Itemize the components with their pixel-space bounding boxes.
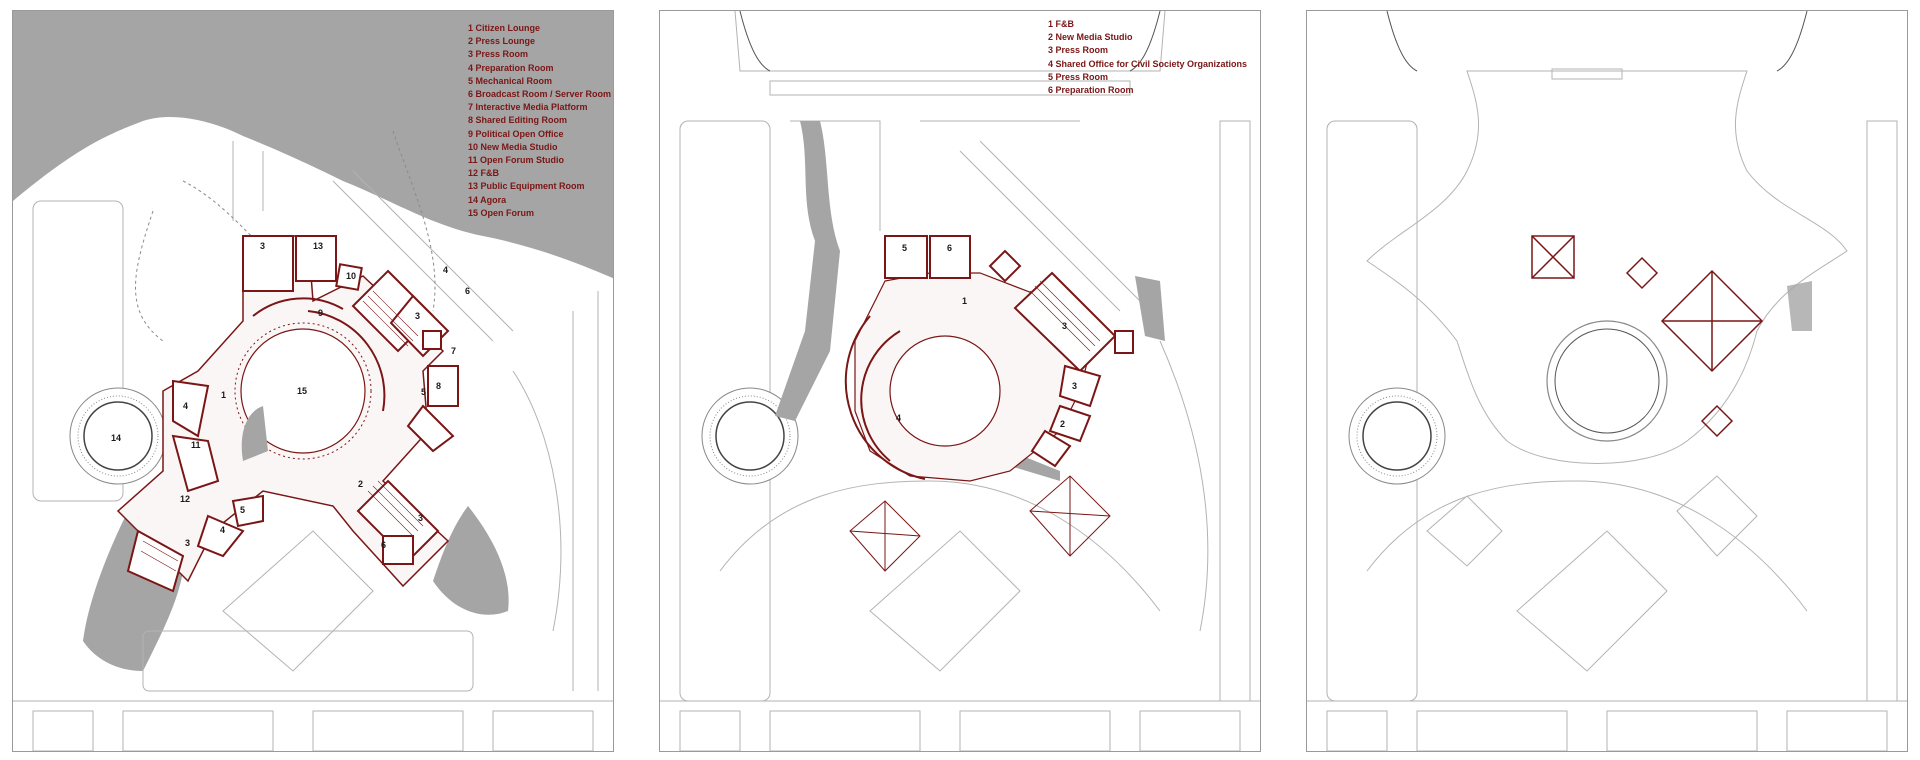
room-label: 5 (421, 387, 426, 397)
agora-amphitheatre (701, 387, 799, 485)
legend-item: 9 Political Open Office (468, 128, 564, 139)
legend-item: 2 New Media Studio (1048, 32, 1133, 43)
seating-hatching (140, 290, 424, 572)
roof-plan-panel (1306, 10, 1908, 752)
room-label: 9 (318, 308, 323, 318)
legend-item: 14 Agora (468, 194, 507, 205)
room-label: 4 (220, 525, 225, 535)
room-label: 3 (185, 538, 190, 548)
room-label: 6 (465, 286, 470, 296)
room-label: 8 (436, 381, 441, 391)
room-legend: 1 Citizen Lounge 2 Press Lounge 3 Press … (468, 22, 611, 220)
room-label: 2 (1060, 419, 1065, 429)
rooftop-structures (1531, 235, 1764, 438)
legend-item: 5 Press Room (1048, 71, 1109, 82)
legend-item: 3 Press Room (1048, 45, 1109, 56)
legend-item: 1 F&B (1048, 19, 1075, 29)
legend-item: 8 Shared Editing Room (468, 115, 568, 126)
site-street-grid (660, 11, 1260, 751)
atrium-ring (844, 315, 1001, 480)
legend-item: 4 Shared Office for Civil Society Organi… (1048, 58, 1248, 69)
room-label: 10 (346, 271, 356, 281)
ramp-hardscape-east (1135, 276, 1165, 341)
room-label: 4 (443, 265, 448, 275)
second-floor-plan-drawing: 5 6 1 3 4 3 2 (660, 11, 1260, 751)
site-street-grid (13, 141, 613, 751)
plaza-hardscape-top (13, 11, 613, 279)
room-label: 2 (358, 479, 363, 489)
room-labels: 3 13 10 4 6 3 7 8 5 9 15 1 4 11 14 12 2 … (111, 241, 470, 550)
room-label: 6 (381, 540, 386, 550)
agora-amphitheatre (69, 387, 167, 485)
room-label: 3 (1072, 381, 1077, 391)
plaza-hardscape-right (433, 506, 509, 615)
legend-item: 10 New Media Studio (468, 141, 558, 152)
room-label: 11 (191, 440, 201, 450)
room-label: 13 (313, 241, 323, 251)
legend-item: 3 Press Room (468, 49, 529, 60)
agora-amphitheatre (1348, 387, 1446, 485)
legend-item: 7 Interactive Media Platform (468, 102, 588, 113)
room-label: 1 (221, 390, 226, 400)
legend-item: 6 Preparation Room (1048, 85, 1134, 96)
ramp-hardscape-east (1787, 281, 1812, 331)
legend-item: 15 Open Forum (468, 207, 535, 218)
room-label: 1 (962, 296, 967, 306)
legend-item: 2 Press Lounge (468, 36, 536, 47)
room-label: 3 (260, 241, 265, 251)
room-labels: 5 6 1 3 4 3 2 (896, 243, 1077, 429)
legend-item: 4 Preparation Room (468, 62, 554, 73)
room-label: 15 (297, 386, 307, 396)
room-label: 3 (1062, 321, 1067, 331)
legend-item: 11 Open Forum Studio (468, 155, 565, 166)
room-label: 14 (111, 433, 121, 443)
void-outlines (849, 475, 1111, 572)
roof-plan-drawing (1307, 11, 1907, 751)
room-label: 5 (240, 505, 245, 515)
ramp-hardscape (775, 121, 840, 421)
open-forum-ring (234, 297, 386, 461)
atrium-skylight-ring (1546, 320, 1668, 442)
room-label: 7 (451, 346, 456, 356)
legend-item: 12 F&B (468, 168, 500, 179)
room-label: 6 (947, 243, 952, 253)
legend-item: 6 Broadcast Room / Server Room (468, 89, 612, 100)
ground-floor-plan-drawing: 3 13 10 4 6 3 7 8 5 9 15 1 4 11 14 12 2 … (13, 11, 613, 751)
seating-hatching (1029, 280, 1101, 352)
second-floor-plan-panel: 5 6 1 3 4 3 2 1 F&B 2 New Media Studio 3… (659, 10, 1261, 752)
room-label: 4 (183, 401, 188, 411)
legend-item: 5 Mechanical Room (468, 75, 553, 86)
program-rooms (884, 235, 1134, 468)
atrium-skylight-ring-inner (1554, 328, 1660, 434)
room-label: 4 (896, 413, 901, 423)
room-label: 3 (418, 513, 423, 523)
room-label: 5 (902, 243, 907, 253)
site-street-grid (1307, 11, 1907, 751)
legend-item: 13 Public Equipment Room (468, 181, 585, 192)
room-label: 3 (415, 311, 420, 321)
room-legend: 1 F&B 2 New Media Studio 3 Press Room 4 … (1048, 18, 1247, 97)
ground-floor-plan-panel: 3 13 10 4 6 3 7 8 5 9 15 1 4 11 14 12 2 … (12, 10, 614, 752)
legend-item: 1 Citizen Lounge (468, 23, 540, 33)
room-label: 12 (180, 494, 190, 504)
